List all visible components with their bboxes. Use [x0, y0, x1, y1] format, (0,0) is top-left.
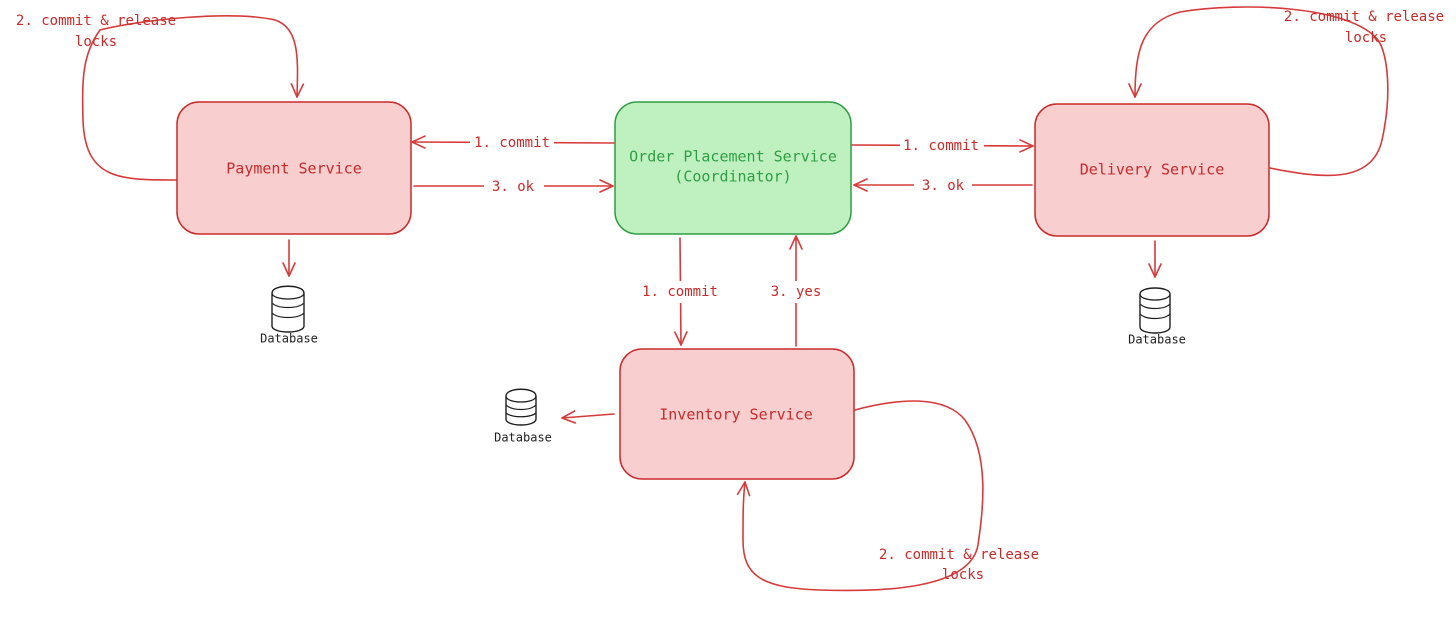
inventory-self-loop-label-line1: 2. commit & release	[879, 547, 1039, 563]
delivery-self-loop-label-line1: 2. commit & release	[1284, 9, 1444, 25]
delivery-to-coord-label: 3. ok	[922, 178, 965, 194]
delivery-service-node[interactable]: Delivery Service	[1034, 103, 1270, 237]
delivery-service-label: Delivery Service	[1080, 161, 1225, 179]
inventory-to-coord-label: 3. yes	[771, 284, 822, 300]
inventory-to-db-arrow	[561, 410, 615, 424]
coord-to-inventory-label: 1. commit	[642, 284, 718, 300]
payment-service-node[interactable]: Payment Service	[176, 101, 412, 235]
inventory-database: Database	[494, 388, 552, 445]
delivery-database: Database	[1128, 287, 1186, 347]
payment-database-label: Database	[260, 332, 318, 346]
database-icon	[271, 285, 305, 333]
inventory-service-node[interactable]: Inventory Service	[619, 348, 855, 480]
delivery-self-loop-label-line2: locks	[1345, 30, 1387, 46]
inventory-self-loop-label-line2: locks	[942, 567, 984, 583]
coordinator-label-line1: Order Placement Service	[629, 148, 837, 166]
inventory-service-label: Inventory Service	[659, 406, 813, 424]
coord-to-payment-label: 1. commit	[474, 135, 550, 151]
database-icon	[505, 388, 537, 426]
delivery-database-label: Database	[1128, 333, 1186, 347]
payment-to-coord-label: 3. ok	[492, 179, 535, 195]
delivery-self-loop-arrow	[1128, 6, 1389, 177]
payment-self-loop-label-line1: 2. commit & release	[16, 13, 176, 29]
coordinator-label-line2: (Coordinator)	[674, 168, 791, 186]
payment-self-loop-label-line2: locks	[75, 34, 117, 50]
inventory-database-label: Database	[494, 431, 552, 445]
coordinator-node[interactable]: Order Placement Service (Coordinator)	[614, 101, 852, 235]
coord-to-delivery-label: 1. commit	[903, 138, 979, 154]
payment-self-loop-arrow	[81, 15, 305, 181]
inventory-self-loop-arrow	[736, 400, 984, 592]
payment-service-label: Payment Service	[226, 160, 361, 178]
payment-database: Database	[260, 285, 318, 346]
database-icon	[1139, 287, 1171, 334]
